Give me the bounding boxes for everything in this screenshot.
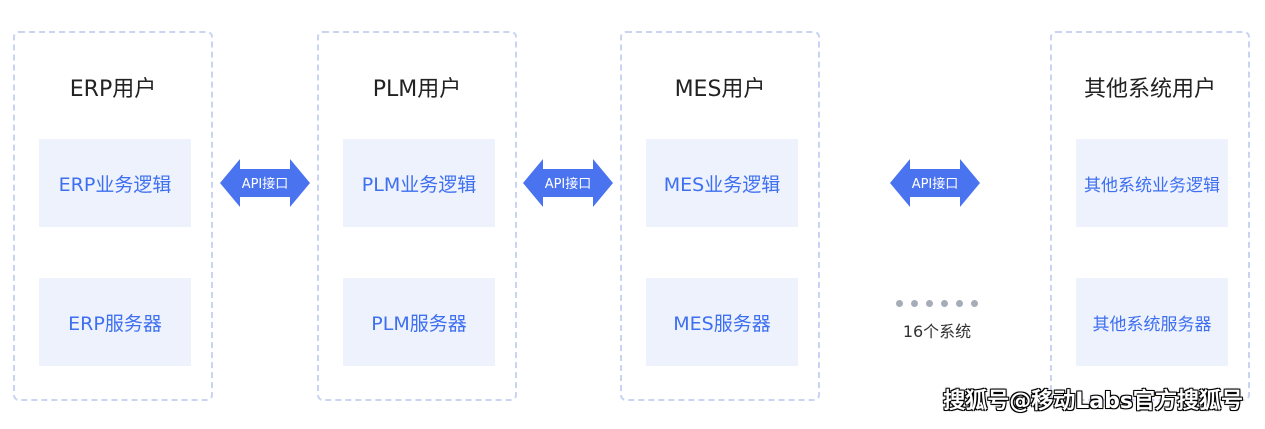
- other-business-logic-box: 其他系统业务逻辑: [1076, 139, 1228, 227]
- double-arrow-icon: [890, 159, 980, 207]
- mes-business-logic-box: MES业务逻辑: [646, 139, 798, 227]
- dot: [941, 299, 948, 307]
- erp-system-frame: ERP用户 ERP业务逻辑 ERP服务器: [13, 31, 213, 401]
- plm-user-label: PLM用户: [372, 77, 462, 102]
- double-arrow-icon: [220, 159, 310, 207]
- erp-server-box: ERP服务器: [39, 278, 191, 366]
- other-server-box: 其他系统服务器: [1076, 278, 1228, 366]
- erp-business-logic-box: ERP业务逻辑: [39, 139, 191, 227]
- mes-system-frame: MES用户 MES业务逻辑 MES服务器: [620, 31, 820, 401]
- dot: [911, 299, 918, 307]
- mes-server-box: MES服务器: [646, 278, 798, 366]
- other-system-frame: 其他系统用户 其他系统业务逻辑 其他系统服务器: [1050, 31, 1250, 401]
- api-interface-arrow-2: API接口: [523, 157, 613, 209]
- plm-server-box: PLM服务器: [343, 278, 495, 366]
- api-interface-arrow-1: API接口: [220, 157, 310, 209]
- dot: [971, 299, 978, 307]
- watermark: 搜狐号@移动Labs官方搜狐号: [943, 389, 1243, 414]
- plm-business-logic-box: PLM业务逻辑: [343, 139, 495, 227]
- plm-system-frame: PLM用户 PLM业务逻辑 PLM服务器: [317, 31, 517, 401]
- system-count-label: 16个系统: [902, 322, 972, 341]
- dot: [956, 299, 963, 307]
- api-interface-label: API接口: [911, 177, 959, 192]
- api-interface-label: API接口: [241, 177, 289, 192]
- dot: [896, 299, 903, 307]
- mes-user-label: MES用户: [674, 77, 766, 102]
- ellipsis-dots-icon: [896, 297, 978, 309]
- double-arrow-icon: [523, 159, 613, 207]
- api-interface-arrow-3: API接口: [890, 157, 980, 209]
- erp-user-label: ERP用户: [69, 77, 157, 102]
- api-interface-label: API接口: [544, 177, 592, 192]
- dot: [926, 299, 933, 307]
- other-user-label: 其他系统用户: [1083, 77, 1216, 102]
